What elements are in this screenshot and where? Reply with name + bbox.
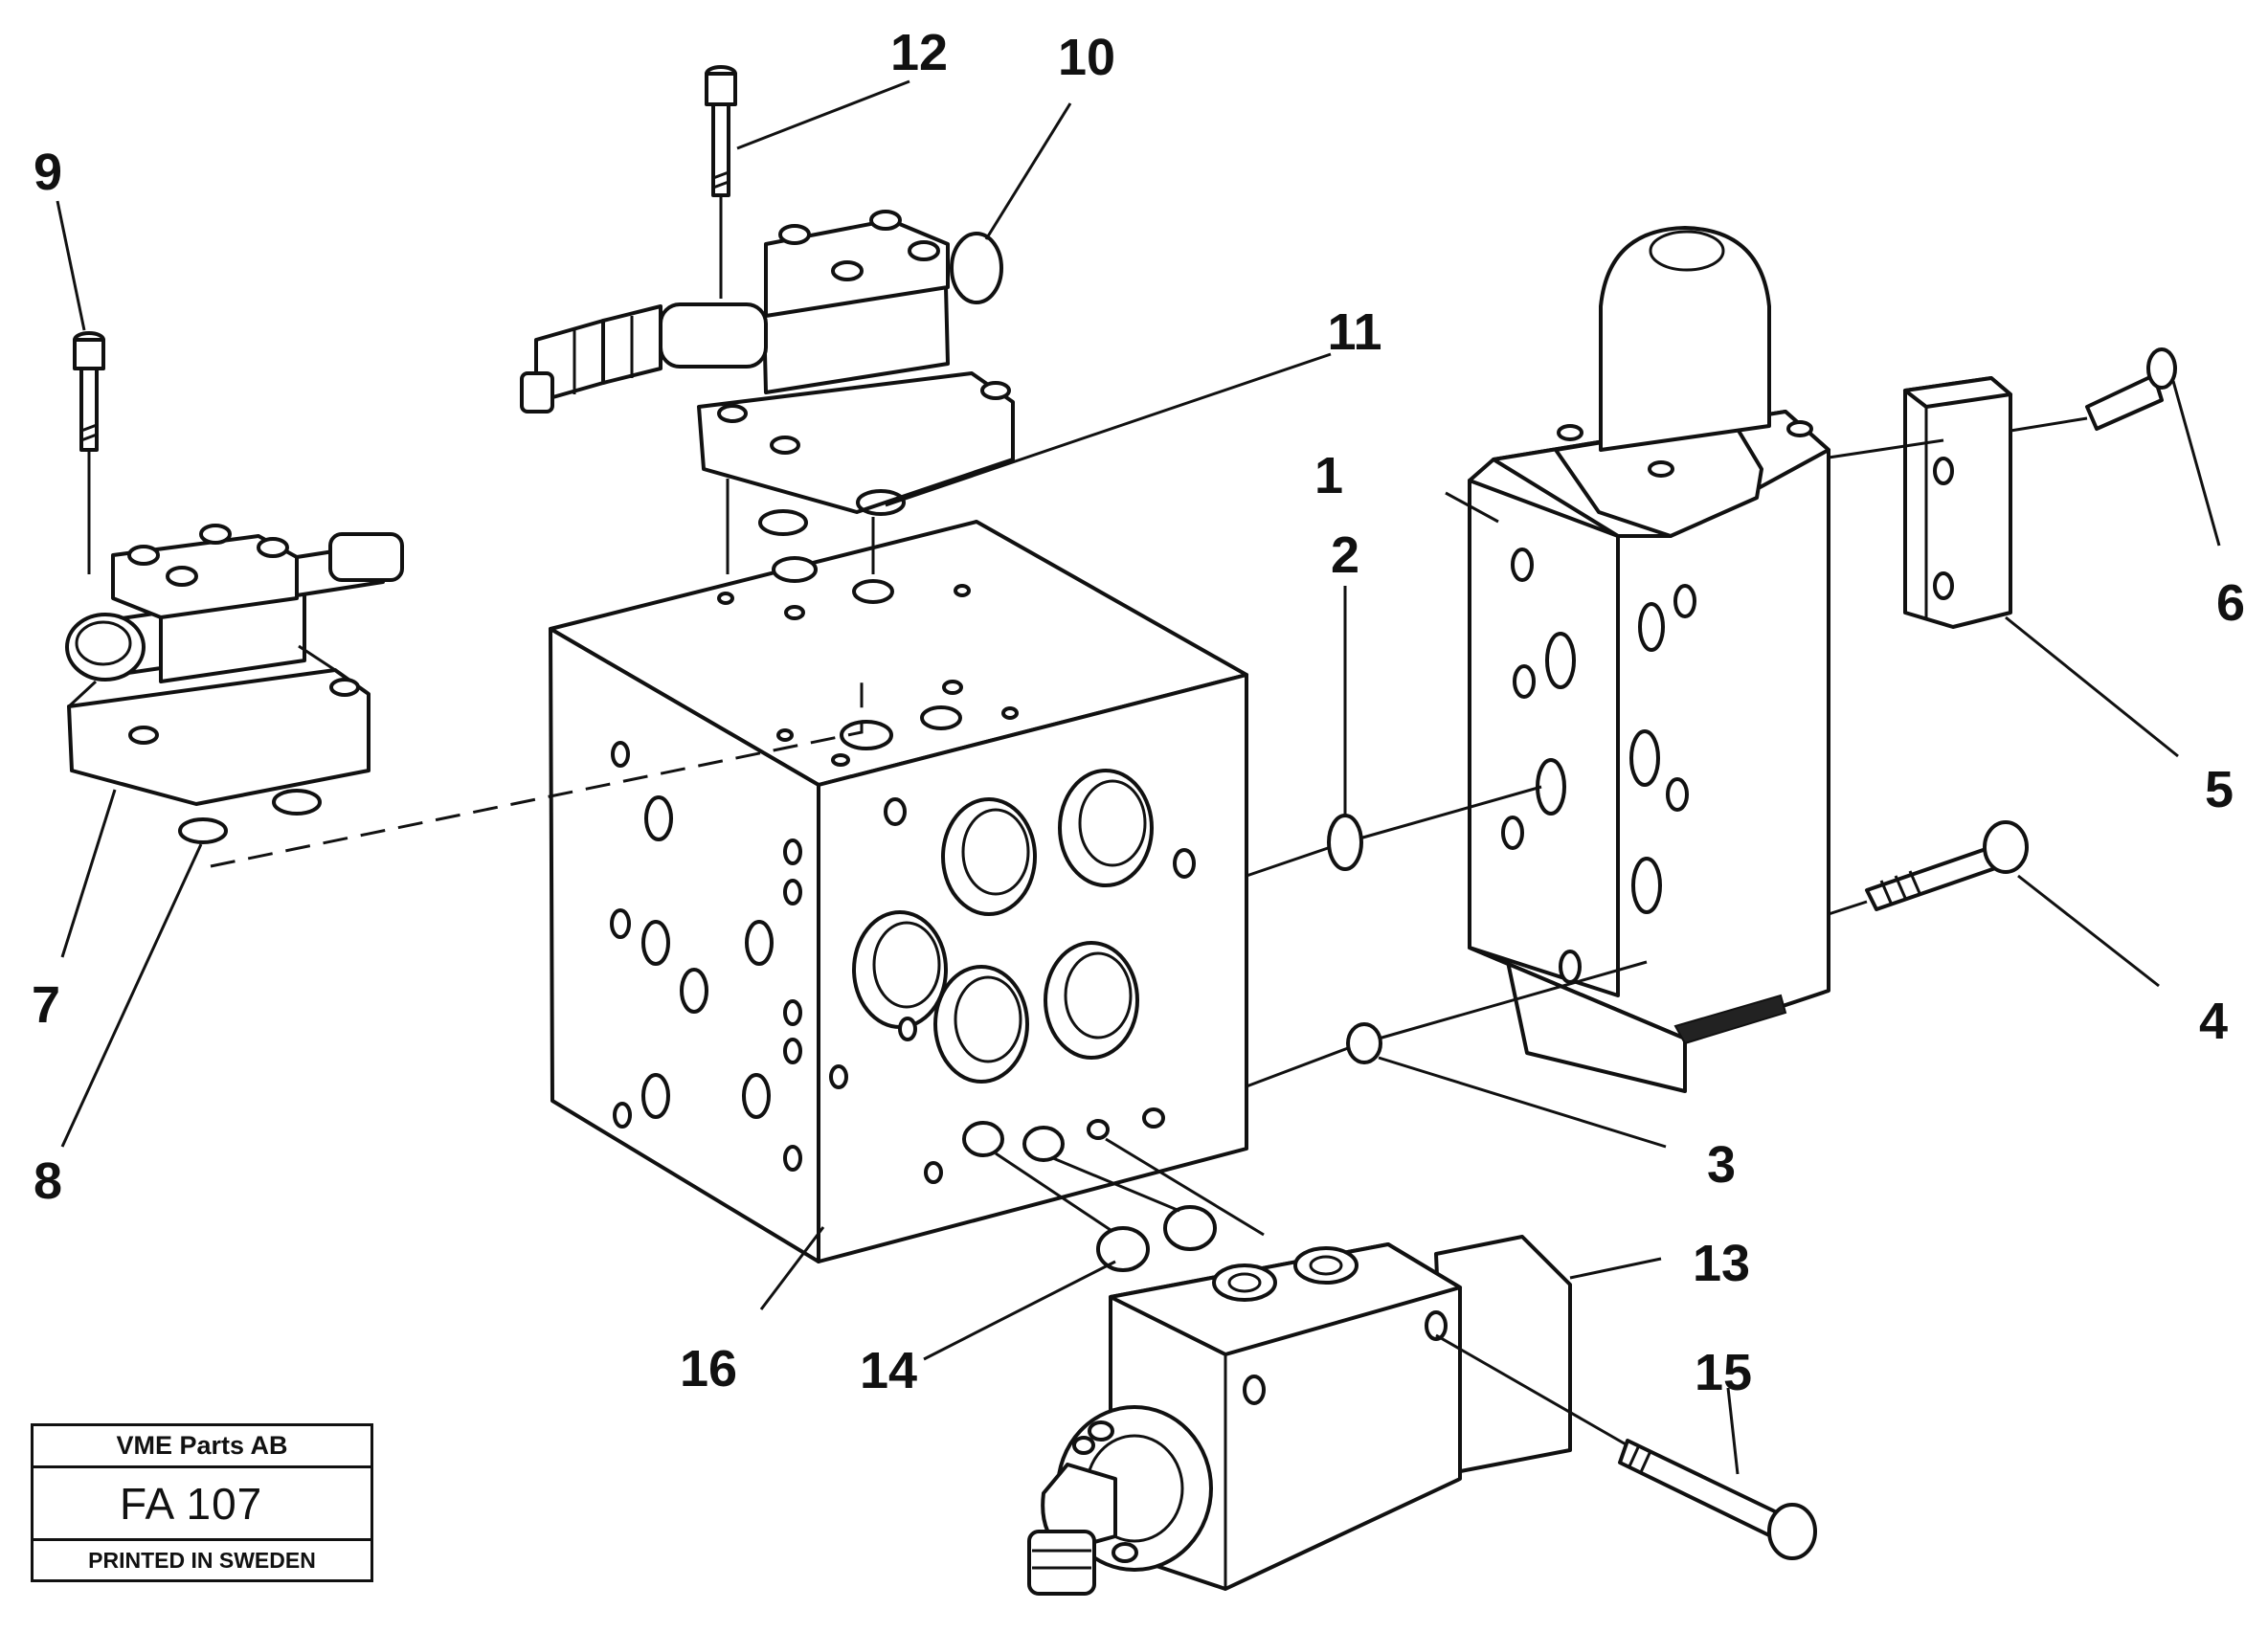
left-valve-part-7 — [65, 524, 404, 806]
label-3: 3 — [1707, 1136, 1736, 1194]
label-6: 6 — [2216, 574, 2245, 632]
label-10: 10 — [1058, 29, 1115, 86]
title-block-drawing-number: FA 107 — [34, 1468, 371, 1541]
leader-lines — [56, 79, 2221, 1475]
label-8: 8 — [34, 1152, 62, 1210]
bolt-part-15 — [1435, 1333, 1817, 1560]
label-12: 12 — [890, 24, 948, 81]
label-5: 5 — [2205, 761, 2234, 818]
seal-part-8 — [178, 817, 228, 844]
seal-part-14b — [1163, 1205, 1217, 1251]
label-13: 13 — [1693, 1235, 1750, 1292]
right-valve-part-1 — [1468, 226, 1830, 1093]
bottom-valve-part-13 — [1027, 1235, 1572, 1596]
seal-part-11 — [758, 509, 808, 536]
seal-part-11b — [856, 489, 906, 516]
alignment-dashed-line — [210, 678, 864, 868]
o-ring-part-3 — [1346, 1022, 1382, 1064]
bolt-part-12 — [705, 65, 737, 299]
bolt-part-4 — [1828, 820, 2029, 916]
label-1: 1 — [1314, 447, 1343, 504]
label-11: 11 — [1327, 303, 1381, 361]
bolt-part-6 — [1828, 347, 2177, 459]
label-9: 9 — [34, 144, 62, 201]
label-7: 7 — [32, 976, 60, 1034]
seal-part-8b — [272, 789, 322, 816]
top-valve-part-10 — [520, 210, 1015, 514]
seal-part-14 — [1096, 1226, 1150, 1272]
bolt-part-9 — [73, 331, 105, 574]
main-valve-block — [549, 520, 1248, 1263]
part-labels: 1 2 3 4 5 6 7 8 9 10 11 12 13 14 15 16 — [32, 24, 2245, 1401]
label-15: 15 — [1695, 1344, 1752, 1401]
label-16: 16 — [680, 1340, 737, 1397]
spacer-part-5 — [1903, 376, 2012, 629]
title-block-printed: PRINTED IN SWEDEN — [88, 1547, 316, 1573]
title-block: VME Parts AB FA 107 PRINTED IN SWEDEN — [31, 1423, 373, 1582]
label-14: 14 — [860, 1342, 917, 1399]
o-ring-part-2 — [1327, 814, 1363, 871]
label-2: 2 — [1331, 526, 1359, 584]
label-4: 4 — [2199, 993, 2228, 1050]
title-block-company: VME Parts AB — [34, 1426, 371, 1468]
